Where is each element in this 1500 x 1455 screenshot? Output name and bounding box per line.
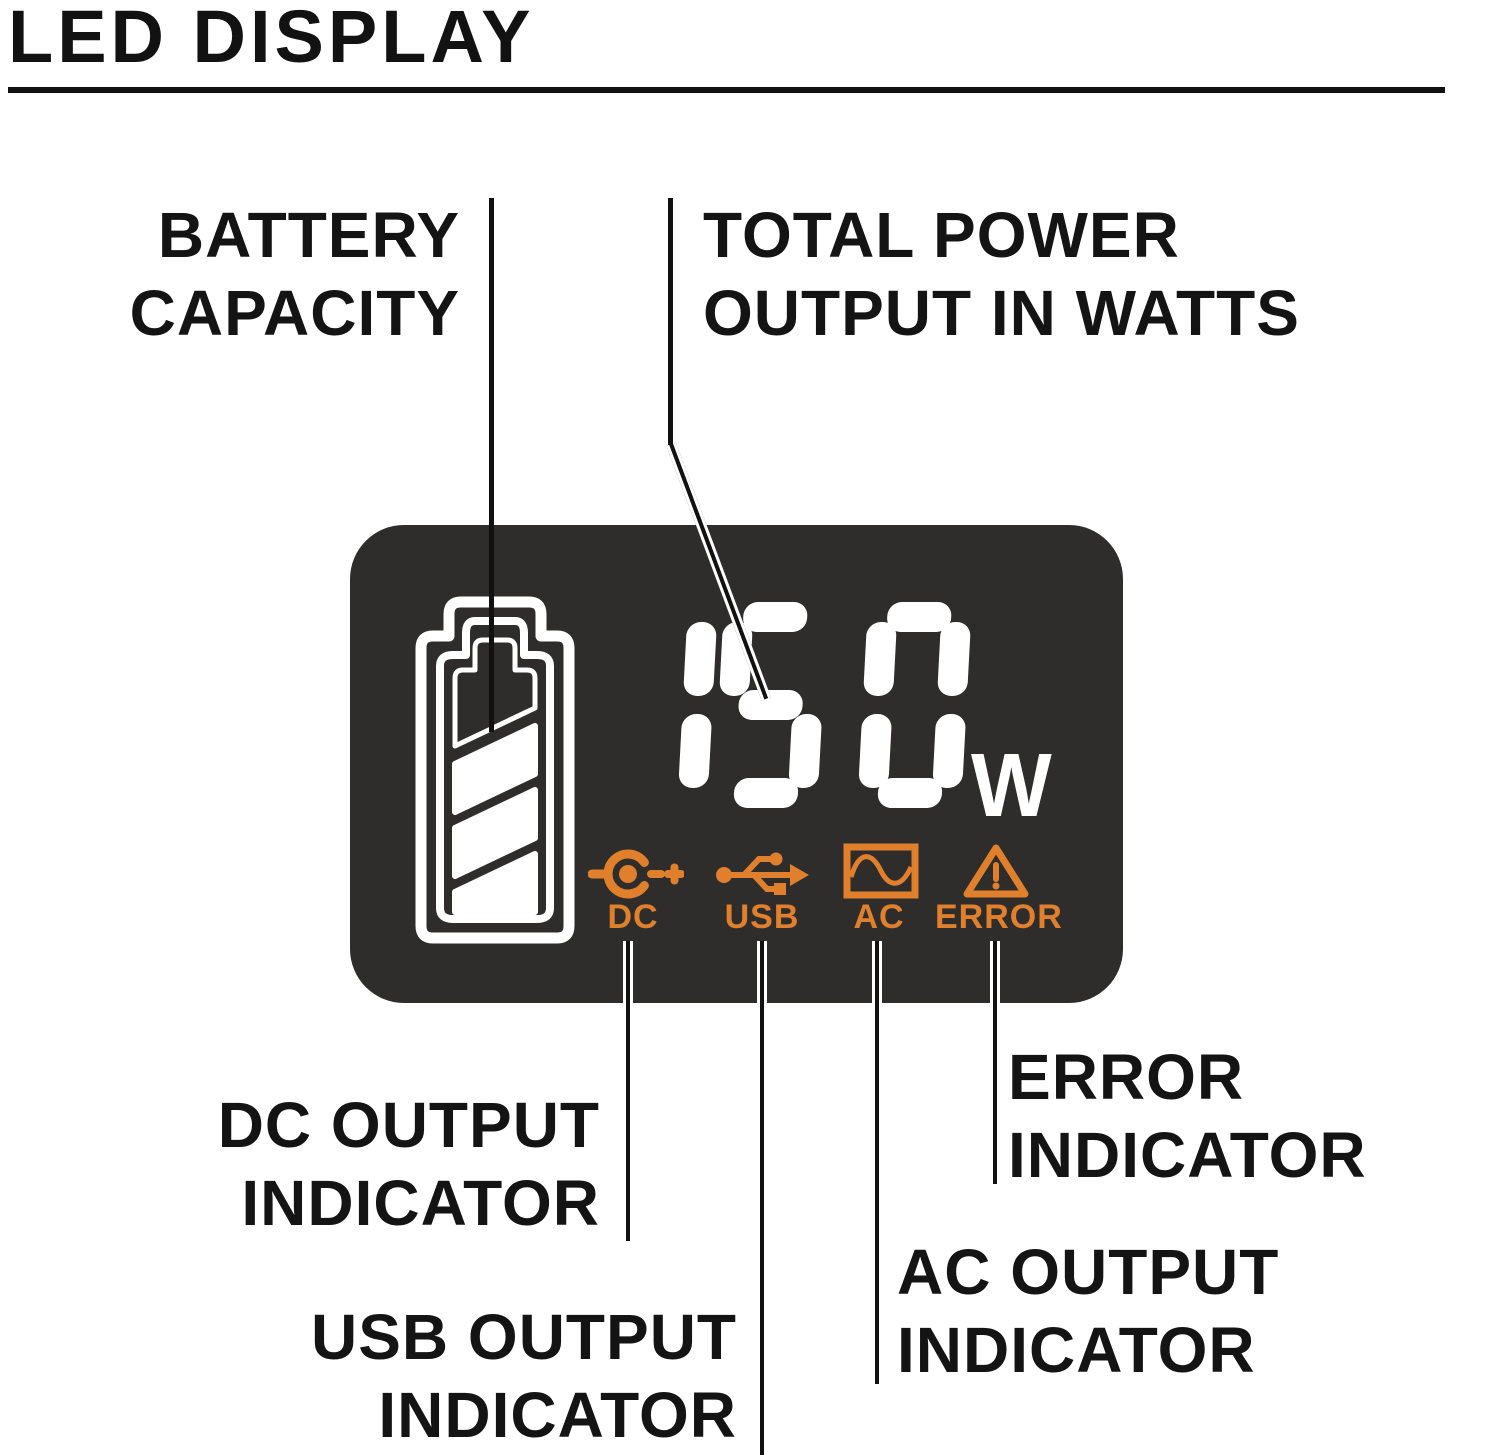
battery-callout-line <box>489 198 494 732</box>
dc-barrel-plug-icon <box>588 849 684 899</box>
error-indicator-label: ERROR <box>935 898 1063 936</box>
warning-triangle-icon <box>963 844 1029 898</box>
dc-output-indicator-label: DC OUTPUT INDICATOR <box>217 1089 600 1239</box>
battery-segment-filled <box>452 723 538 815</box>
error-callout-line <box>990 941 1000 1184</box>
battery-capacity-label: BATTERY CAPACITY <box>129 199 460 349</box>
ac-callout-line <box>872 941 882 1384</box>
ac-output-indicator-label: AC OUTPUT INDICATOR <box>897 1236 1280 1386</box>
page-title: LED DISPLAY <box>8 0 535 78</box>
battery-capacity-icon <box>415 596 575 944</box>
error-indicator-callout-label: ERROR INDICATOR <box>1008 1041 1367 1191</box>
usb-trident-icon <box>716 852 809 895</box>
wattage-seven-segment-display <box>678 602 971 808</box>
dc-callout-line <box>623 941 633 1241</box>
battery-segment-filled <box>452 787 538 879</box>
battery-segment-filled <box>452 851 538 915</box>
dc-indicator-label: DC <box>607 898 659 936</box>
usb-output-indicator-label: USB OUTPUT INDICATOR <box>311 1301 737 1451</box>
usb-indicator-label: USB <box>724 898 800 936</box>
battery-segment-empty <box>452 637 538 749</box>
total-power-label: TOTAL POWER OUTPUT IN WATTS <box>703 199 1300 349</box>
title-underline <box>8 87 1445 93</box>
watts-unit-label: W <box>971 736 1052 836</box>
ac-indicator-label: AC <box>853 898 905 936</box>
ac-sine-wave-icon <box>843 843 919 899</box>
total-power-callout-line-vertical <box>668 198 673 448</box>
usb-callout-line <box>757 941 767 1455</box>
